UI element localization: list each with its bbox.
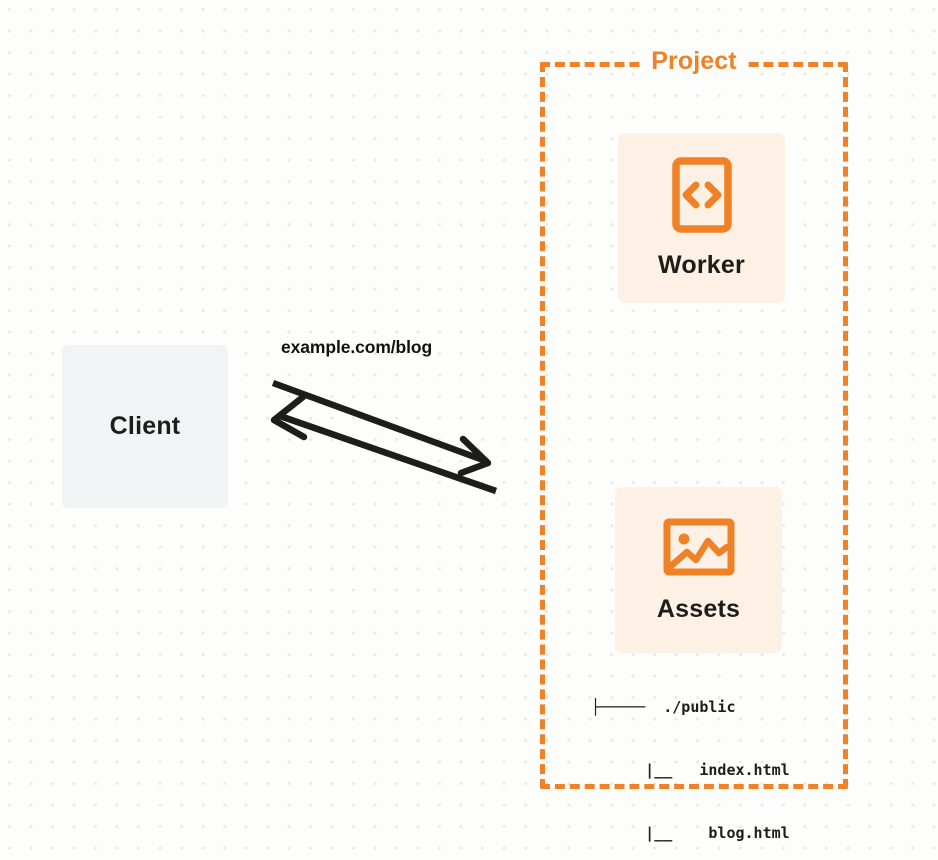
file-tree-row: |__ index.html <box>591 761 790 779</box>
worker-card-label: Worker <box>658 250 745 279</box>
assets-file-tree: ├───── ./public |__ index.html |__ blog.… <box>591 655 790 860</box>
file-tree-row: |__ blog.html <box>591 824 790 842</box>
project-container[interactable]: Project Worker Assets ├───── ./public |_… <box>540 46 848 842</box>
edge-arrows <box>270 379 498 495</box>
project-title-label: Project <box>642 46 746 76</box>
assets-card[interactable]: Assets <box>615 487 782 653</box>
image-picture-icon <box>663 517 735 582</box>
arrow-to-client <box>270 393 498 495</box>
arrow-to-project <box>271 379 492 477</box>
client-node[interactable]: Client <box>62 345 228 508</box>
worker-card[interactable]: Worker <box>618 133 785 303</box>
edge-label-url: example.com/blog <box>281 337 433 357</box>
assets-card-label: Assets <box>656 594 741 623</box>
code-brackets-icon <box>671 156 732 238</box>
client-node-label: Client <box>109 412 181 440</box>
file-tree-row: ├───── ./public <box>591 698 736 716</box>
